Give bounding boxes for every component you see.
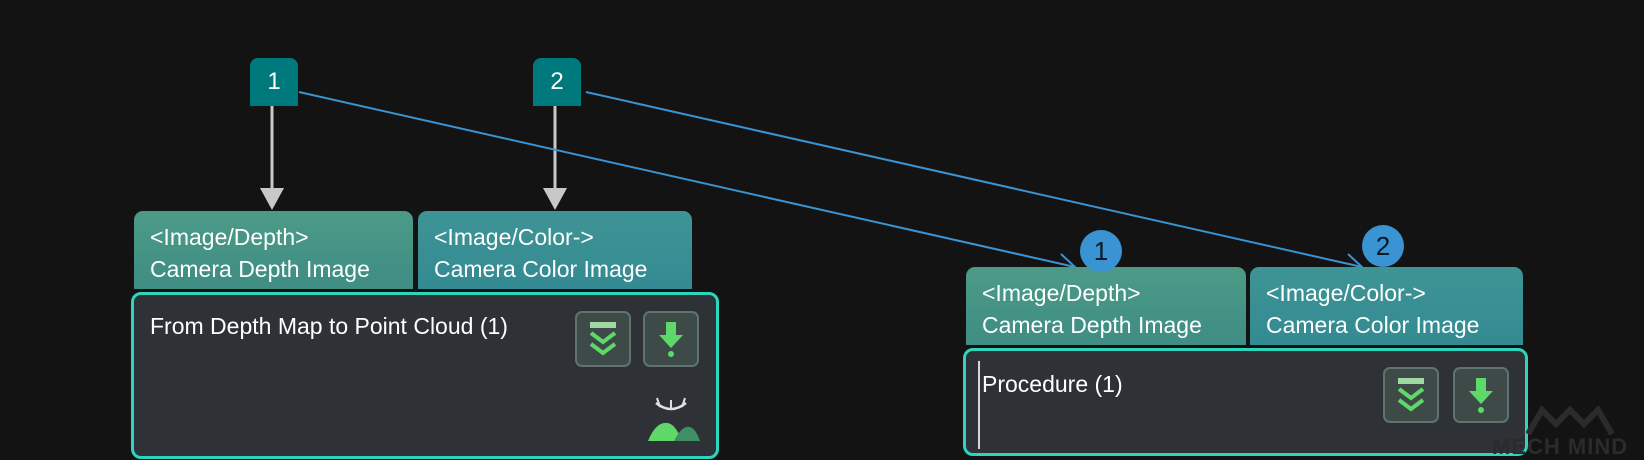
connector-arrow-1 xyxy=(260,188,284,210)
double-chevron-down-icon xyxy=(589,322,617,356)
source-port-label: 1 xyxy=(267,68,281,95)
port-type-label: <Image/Color-> xyxy=(434,224,594,250)
connection-badge-1: 1 xyxy=(1080,230,1122,272)
brand-logo xyxy=(1526,405,1614,436)
source-port-2[interactable]: 2 xyxy=(533,58,581,106)
source-port-label: 2 xyxy=(550,68,564,95)
input-port-color-image[interactable]: <Image/Color-> Camera Color Image xyxy=(418,211,692,289)
port-type-label: <Image/Depth> xyxy=(150,224,309,250)
step-node-depth-to-point-cloud[interactable]: From Depth Map to Point Cloud (1) xyxy=(131,292,719,459)
port-name-label: Camera Depth Image xyxy=(150,256,370,282)
download-button[interactable] xyxy=(1453,367,1509,423)
port-name-label: Camera Depth Image xyxy=(982,312,1202,338)
source-port-1[interactable]: 1 xyxy=(250,58,298,106)
input-port-depth-image[interactable]: <Image/Depth> Camera Depth Image xyxy=(966,267,1246,345)
download-arrow-icon xyxy=(659,322,683,357)
input-port-depth-image[interactable]: <Image/Depth> Camera Depth Image xyxy=(134,211,413,289)
link-line-2 xyxy=(585,91,1363,268)
port-name-label: Camera Color Image xyxy=(434,256,648,282)
collapse-button[interactable] xyxy=(1383,367,1439,423)
double-chevron-down-icon xyxy=(1397,378,1425,412)
text-cursor xyxy=(978,361,980,449)
collapse-button[interactable] xyxy=(575,311,631,367)
connector-arrow-2 xyxy=(543,188,567,210)
port-name-label: Camera Color Image xyxy=(1266,312,1480,338)
download-arrow-icon xyxy=(1469,378,1493,413)
link-line-1 xyxy=(298,91,1076,268)
visualization-hidden-icon xyxy=(648,397,700,441)
node-title: Procedure (1) xyxy=(982,371,1123,397)
node-title: From Depth Map to Point Cloud (1) xyxy=(150,313,508,339)
port-type-label: <Image/Depth> xyxy=(982,280,1141,306)
watermark-text: MECH MIND xyxy=(1492,434,1629,459)
connection-badge-2: 2 xyxy=(1362,225,1404,267)
download-button[interactable] xyxy=(643,311,699,367)
step-node-procedure[interactable]: Procedure (1) xyxy=(963,348,1528,456)
input-port-color-image[interactable]: <Image/Color-> Camera Color Image xyxy=(1250,267,1523,345)
port-type-label: <Image/Color-> xyxy=(1266,280,1426,306)
